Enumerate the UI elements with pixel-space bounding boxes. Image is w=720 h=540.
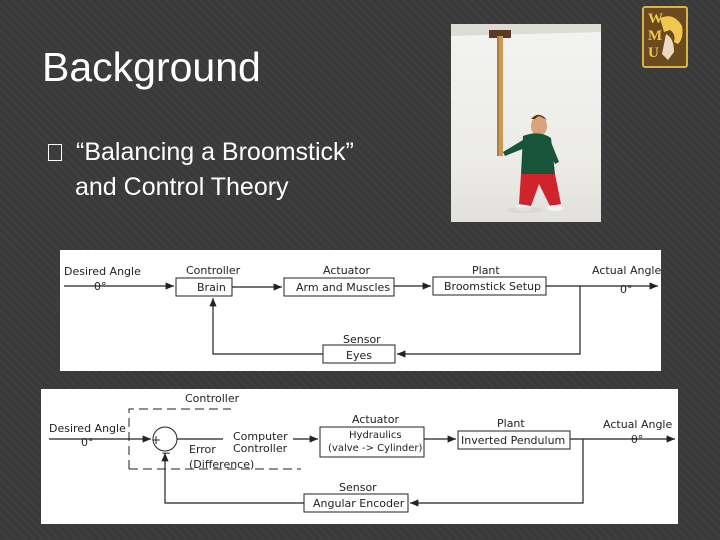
d1-plant-box-text: Broomstick Setup (444, 280, 541, 293)
block-diagram-detailed: Controller Desired Angle 0° Error (Diffe… (41, 389, 678, 524)
d1-sensor-label: Sensor (343, 333, 381, 346)
bullet-item: “Balancing a Broomstick” (48, 135, 354, 170)
bullet-square-icon (48, 144, 62, 161)
d2-sum-plus: + (151, 433, 161, 447)
bullet-text-line-2: and Control Theory (75, 170, 289, 205)
d2-actuator-label: Actuator (352, 413, 399, 426)
d1-output-value: 0° (620, 283, 633, 296)
d1-sensor-box-text: Eyes (346, 349, 372, 362)
d1-controller-box-text: Brain (197, 281, 226, 294)
d2-output-label: Actual Angle (603, 418, 672, 431)
d1-output-label: Actual Angle (592, 264, 661, 277)
d2-error-label-1: Error (189, 443, 216, 456)
d1-actuator-label: Actuator (323, 264, 370, 277)
d2-input-label: Desired Angle (49, 422, 126, 435)
boy-balancing-broomstick-photo (451, 24, 601, 222)
d2-sensor-box-text: Angular Encoder (313, 497, 405, 510)
wmu-logo: W M U (642, 6, 688, 68)
d2-computer-label-2: Controller (233, 442, 288, 455)
d2-actuator-box-text-2: (valve -> Cylinder) (328, 443, 423, 454)
d1-controller-label: Controller (186, 264, 241, 277)
d2-sum-minus: − (161, 446, 171, 460)
d2-sensor-label: Sensor (339, 481, 377, 494)
d1-plant-label: Plant (472, 264, 500, 277)
bronco-head-icon (644, 8, 686, 66)
d2-actuator-box-text-1: Hydraulics (349, 430, 402, 441)
bullet-text-line-1: “Balancing a Broomstick” (76, 138, 354, 166)
d1-actuator-box-text: Arm and Muscles (296, 281, 390, 294)
d2-controller-group-label: Controller (185, 392, 240, 405)
d2-input-value: 0° (81, 436, 94, 449)
block-diagram-simple: Desired Angle 0° Controller Actuator Pla… (60, 250, 661, 371)
slide-title: Background (42, 44, 261, 91)
d2-plant-label: Plant (497, 417, 525, 430)
d2-plant-box-text: Inverted Pendulum (461, 434, 565, 447)
d1-input-label: Desired Angle (64, 265, 141, 278)
